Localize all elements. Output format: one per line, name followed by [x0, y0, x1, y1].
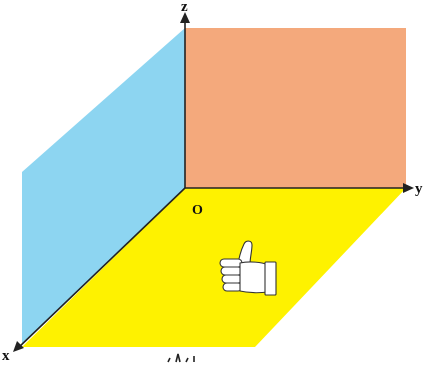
z-axis-label: z	[181, 0, 188, 15]
z-axis-arrow	[180, 12, 190, 23]
x-axis	[16, 187, 186, 350]
thumbs-up-icon	[219, 240, 277, 296]
axes	[16, 18, 410, 350]
x-axis-label: x	[2, 348, 10, 364]
cropped-mark	[167, 353, 195, 363]
x-axis-arrow	[13, 341, 24, 352]
y-axis-label: y	[415, 181, 423, 197]
origin-label: O	[192, 203, 203, 218]
xy-plane	[22, 188, 406, 347]
y-axis-arrow	[403, 183, 414, 193]
xz-plane	[22, 28, 185, 345]
yz-plane	[185, 28, 406, 188]
